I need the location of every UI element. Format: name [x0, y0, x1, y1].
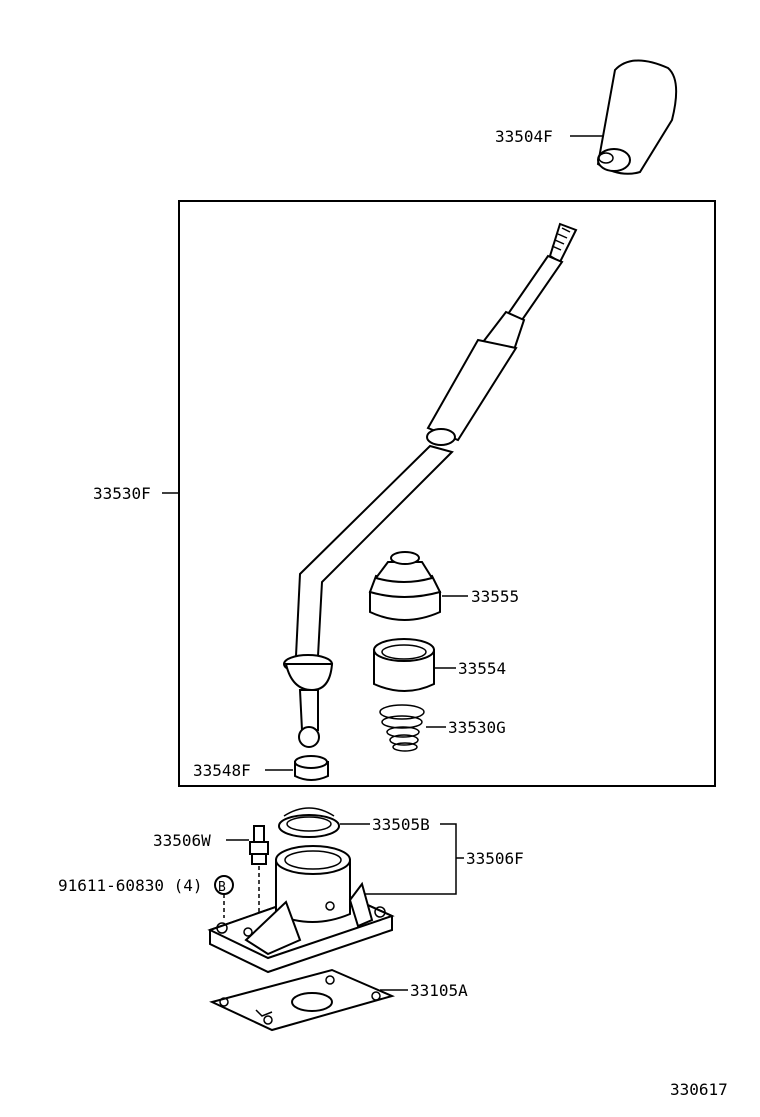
label-boot: 33555 — [471, 587, 519, 606]
label-bolt: 33506W — [153, 831, 211, 850]
label-retainer: 33554 — [458, 659, 506, 678]
label-housing: 33506F — [466, 849, 524, 868]
shift-lever[interactable] — [283, 222, 578, 748]
bracket-housing — [356, 823, 457, 895]
seat-part[interactable] — [278, 807, 340, 838]
lever-group-box — [178, 200, 716, 787]
label-knob: 33504F — [495, 127, 553, 146]
bolt-part[interactable] — [249, 825, 269, 865]
label-bushing: 33548F — [193, 761, 251, 780]
label-gasket: 33105A — [410, 981, 468, 1000]
label-spring: 33530G — [448, 718, 506, 737]
shift-knob[interactable] — [596, 59, 678, 175]
diagram-id: 330617 — [670, 1080, 728, 1099]
boot-part[interactable] — [368, 551, 442, 621]
label-seat: 33505B — [372, 815, 430, 834]
housing-part[interactable] — [207, 845, 395, 974]
gasket-part[interactable] — [209, 968, 395, 1032]
bolt-callout-letter: B — [218, 880, 226, 895]
retainer-part[interactable] — [373, 638, 435, 692]
spring-part[interactable] — [379, 704, 425, 752]
label-lever: 33530F — [93, 484, 151, 503]
bushing-part[interactable] — [294, 755, 329, 781]
label-bolt-ref: 91611-60830 (4) — [58, 876, 203, 895]
